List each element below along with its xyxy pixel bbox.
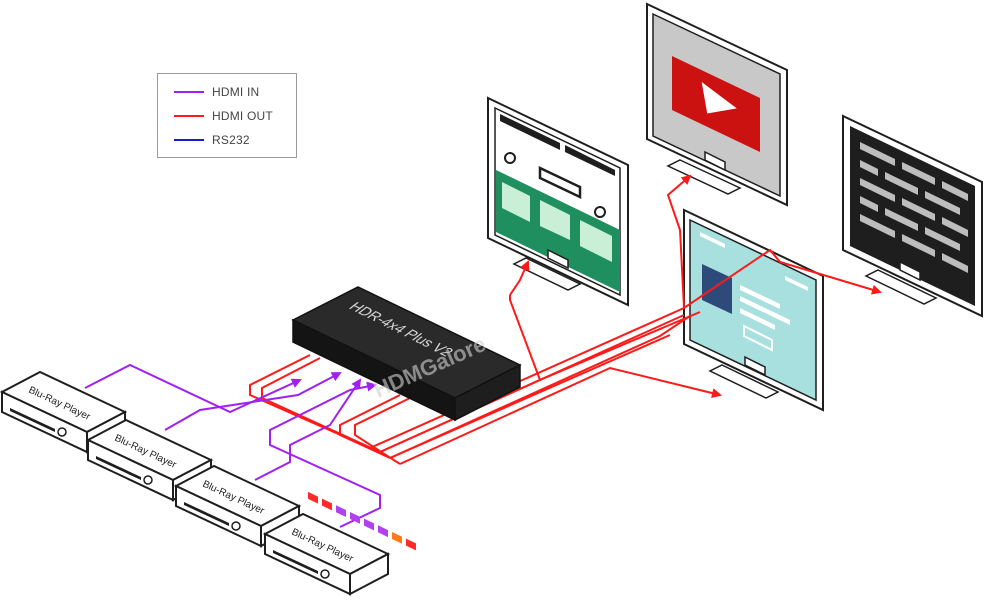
hdr-matrix-switch: HDR-4x4 Plus V2 <box>291 286 522 551</box>
legend-swatch-hdmi-out <box>174 115 204 117</box>
legend-item-hdmi-in: HDMI IN <box>174 82 259 102</box>
display-document <box>683 208 824 412</box>
legend-swatch-hdmi-in <box>174 91 204 93</box>
display-brick <box>842 114 983 318</box>
display-web-page <box>487 96 629 307</box>
hdmi-out-cables <box>369 174 882 465</box>
web-page-icon <box>496 114 620 292</box>
video-play-icon <box>672 56 760 152</box>
blu-ray-player-4: Blu-Ray Player <box>262 512 391 596</box>
legend-swatch-rs232 <box>174 139 204 141</box>
brick-wall-icon <box>860 142 968 273</box>
legend-item-hdmi-out: HDMI OUT <box>174 106 273 126</box>
hdmi-out-port-cables <box>249 354 411 465</box>
hdmi-in-cables <box>84 363 381 528</box>
legend-label: HDMI OUT <box>212 109 273 123</box>
display-video <box>646 2 788 207</box>
legend: HDMI IN HDMI OUT RS232 <box>157 73 297 158</box>
matrix-ports <box>308 491 416 551</box>
blu-ray-player-3: Blu-Ray Player <box>173 464 302 548</box>
legend-label: HDMI IN <box>212 85 260 99</box>
document-page-icon <box>700 232 808 352</box>
legend-item-rs232: RS232 <box>174 130 250 150</box>
legend-label: RS232 <box>212 133 250 147</box>
